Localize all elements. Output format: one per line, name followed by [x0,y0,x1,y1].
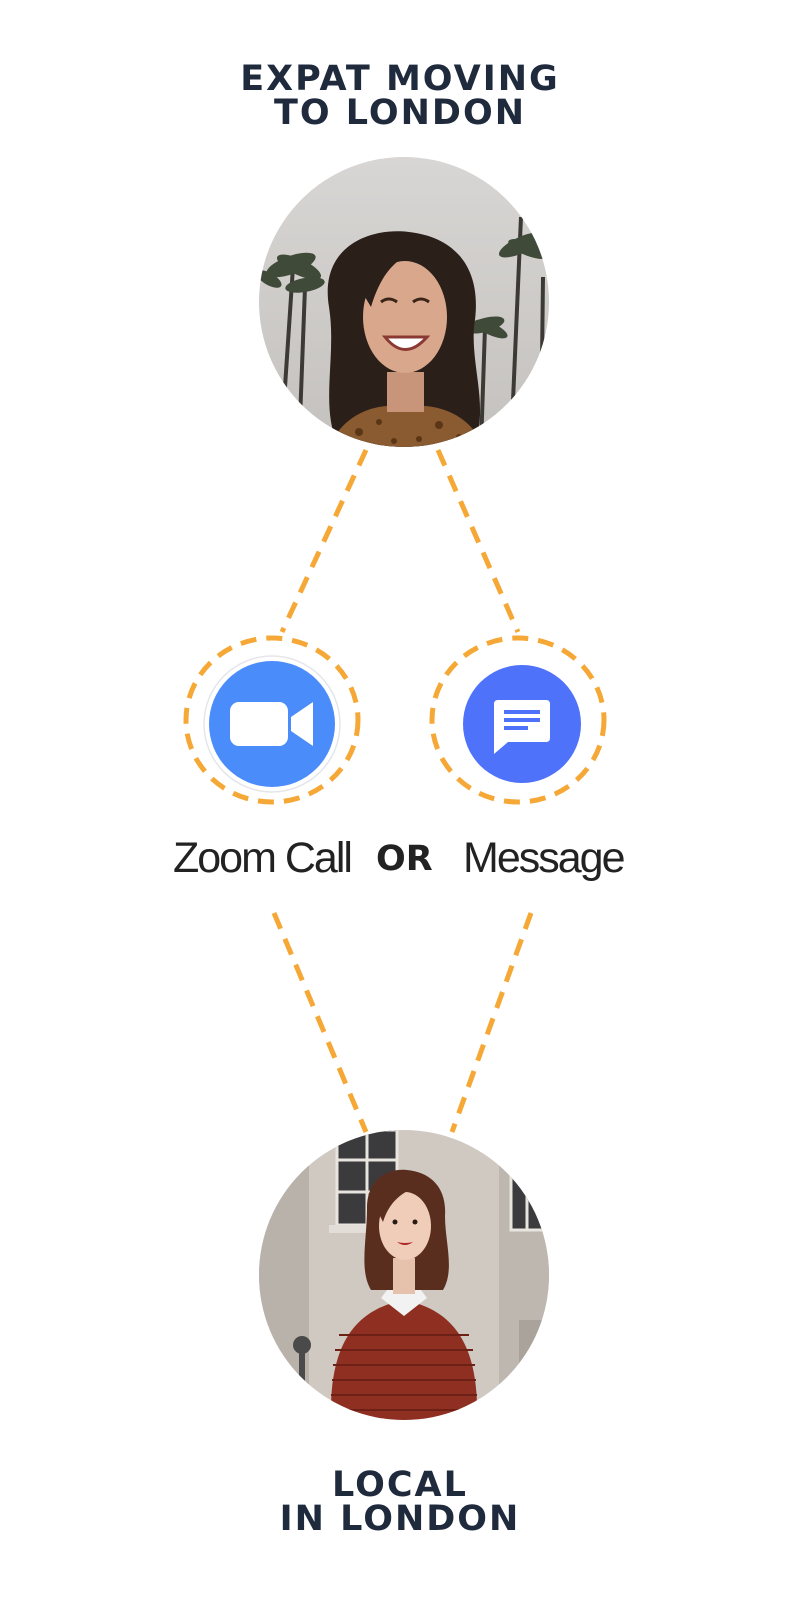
expat-heading: EXPAT MOVING TO LONDON [0,59,800,133]
expat-heading-line1: EXPAT MOVING [240,59,560,99]
connector-zoom-to-local [271,912,369,1133]
video-camera-icon[interactable] [203,655,341,793]
message-option-ring [429,635,607,805]
expat-photo [259,157,549,447]
local-heading-line2: IN LONDON [279,1499,521,1539]
connector-expat-to-message [435,448,521,634]
expat-heading-line2: TO LONDON [273,93,526,133]
message-label: Message [463,834,625,882]
connector-message-to-local [449,912,534,1133]
zoom-call-label: Zoom Call [173,834,353,882]
local-heading-line1: LOCAL [332,1465,468,1505]
chat-bubble-icon[interactable] [462,664,582,784]
zoom-option-ring [183,635,361,805]
local-heading: LOCAL IN LONDON [0,1465,800,1539]
or-separator: OR [376,839,433,879]
connector-expat-to-zoom [279,448,369,634]
local-photo [259,1130,549,1420]
